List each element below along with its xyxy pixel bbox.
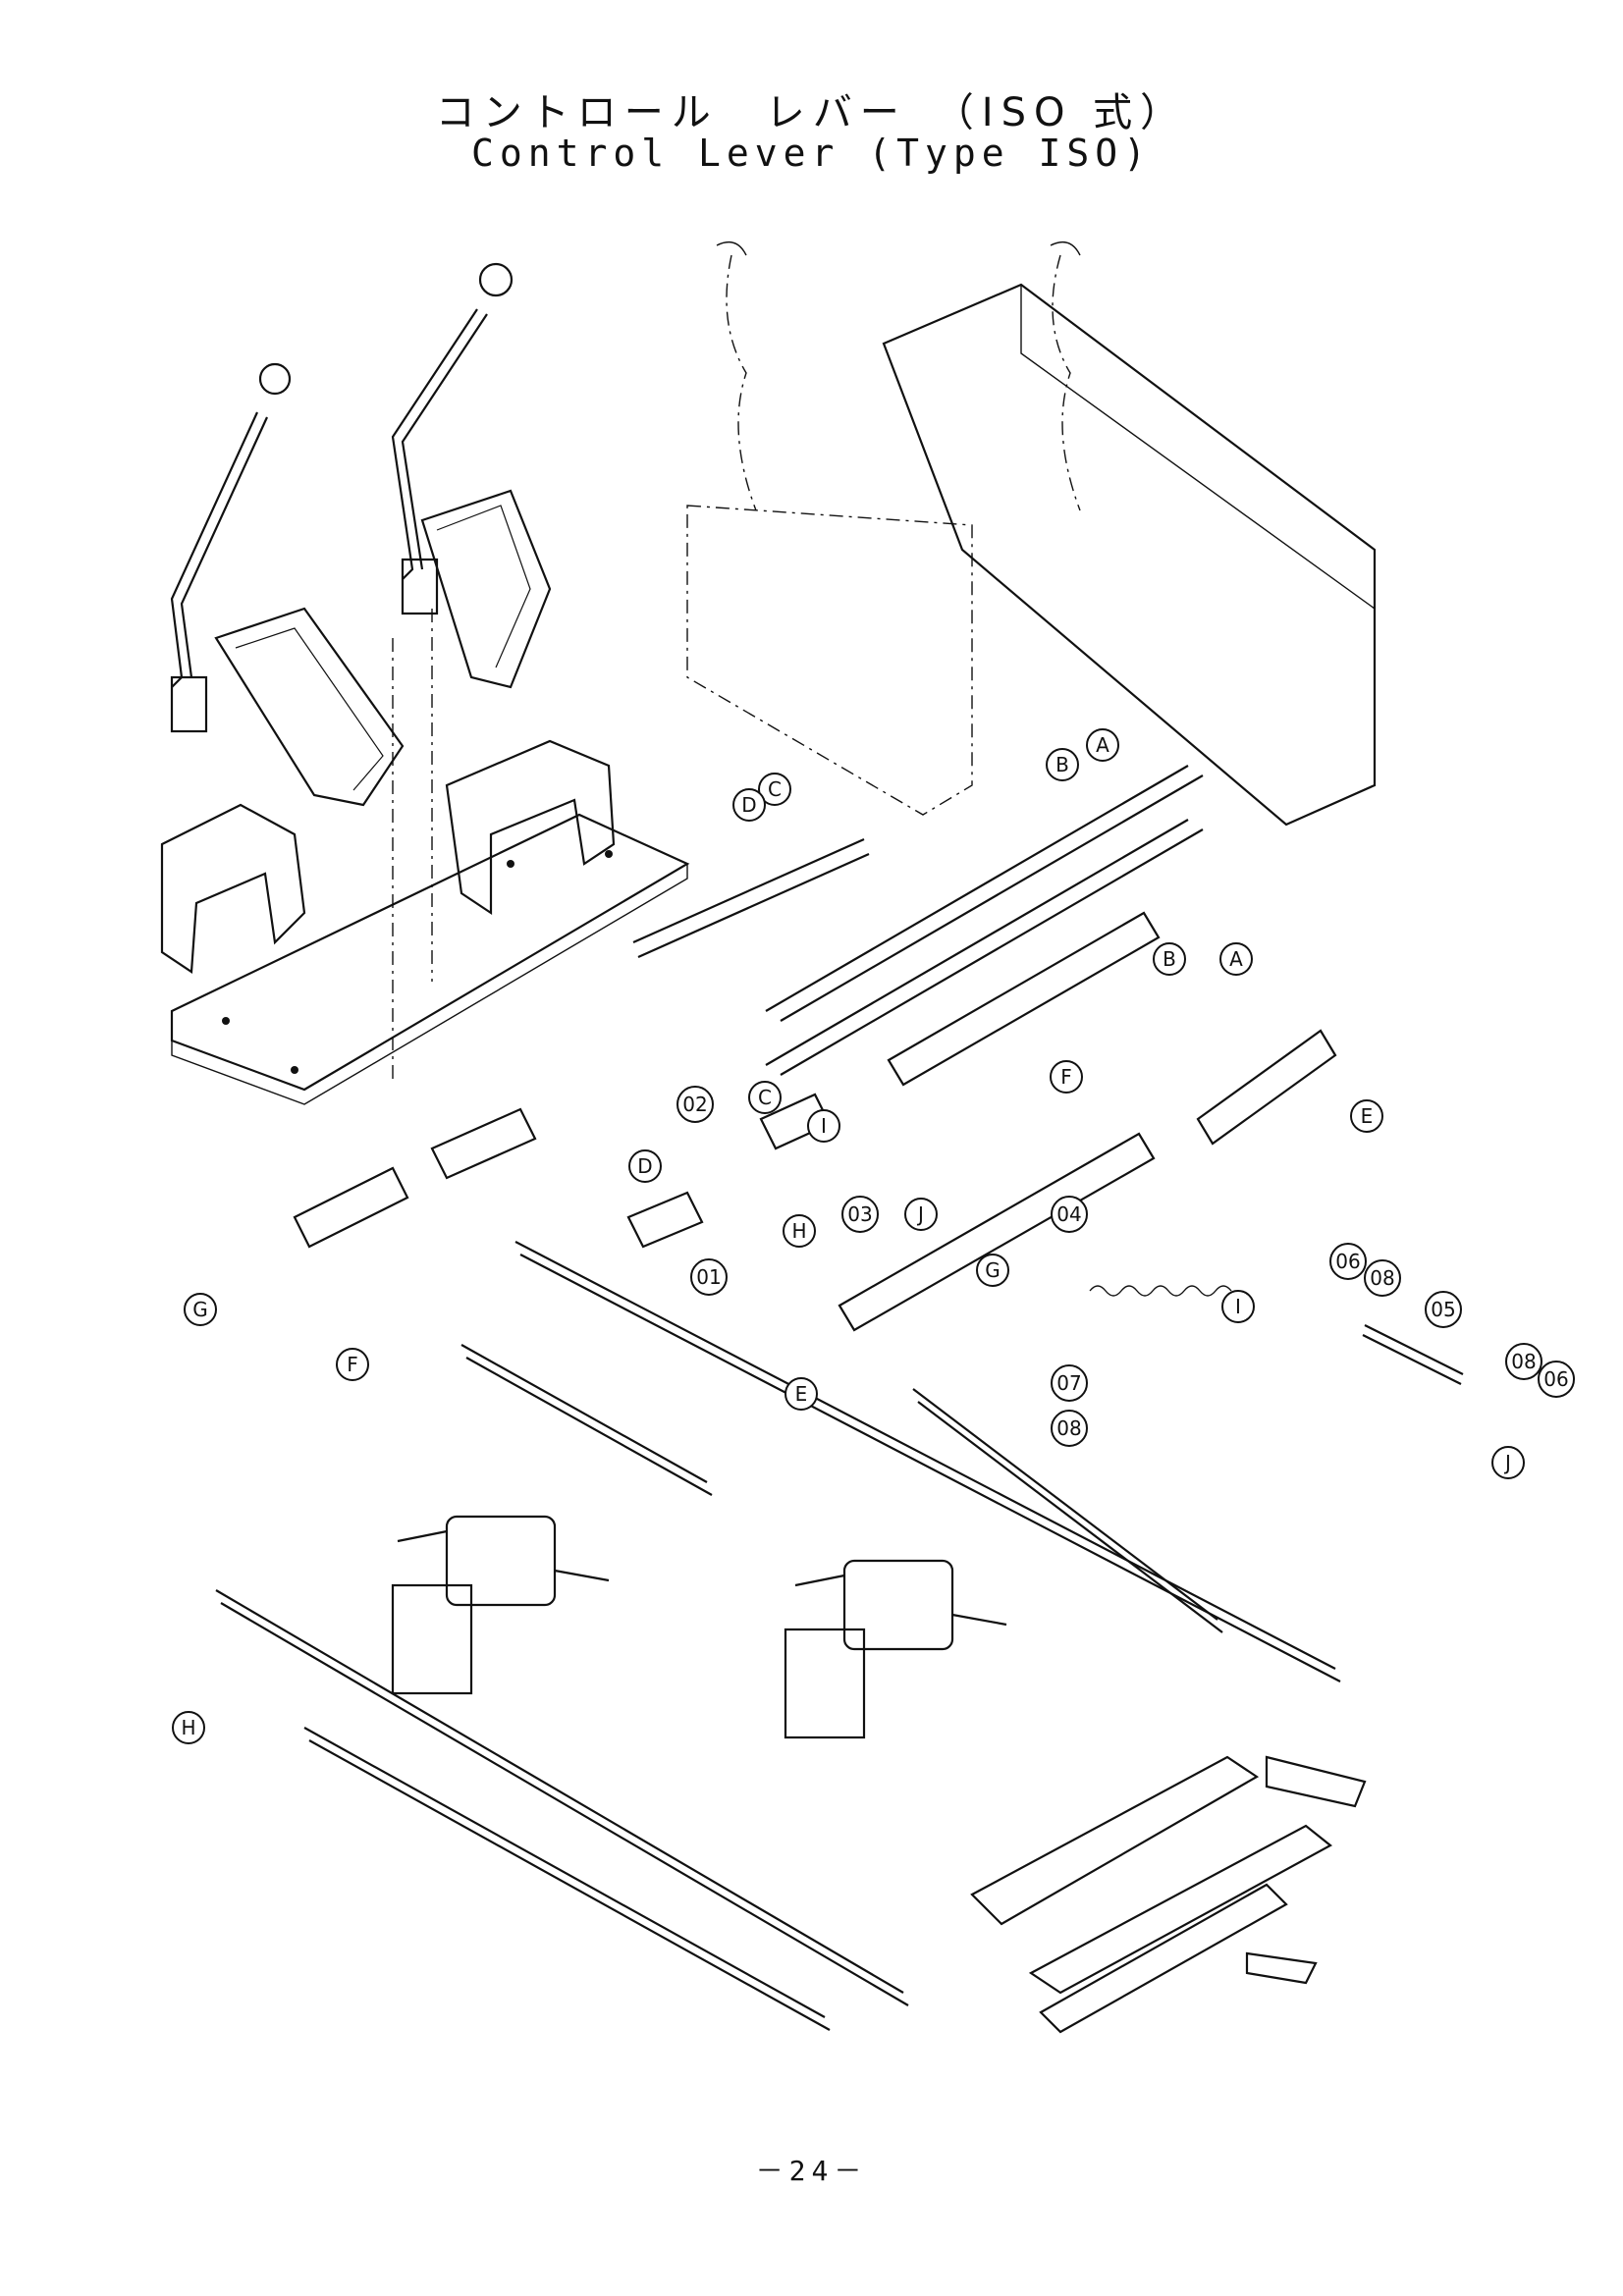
rod-e bbox=[912, 1388, 1223, 1633]
callout-d-1: D bbox=[732, 788, 766, 822]
callout-e-2: E bbox=[784, 1377, 818, 1411]
callout-a-1: A bbox=[1086, 728, 1119, 762]
callout-b-2: B bbox=[1153, 942, 1186, 976]
console-cover-right bbox=[882, 241, 1377, 827]
svg-text:J: J bbox=[1503, 1451, 1511, 1474]
tension-spring bbox=[1089, 1285, 1232, 1297]
svg-text:08: 08 bbox=[1370, 1266, 1394, 1290]
svg-text:J: J bbox=[916, 1202, 924, 1226]
svg-text:G: G bbox=[985, 1258, 1001, 1282]
svg-text:A: A bbox=[1229, 947, 1243, 971]
callout-d-2: D bbox=[628, 1149, 662, 1183]
callout-08-c: 08 bbox=[1051, 1410, 1088, 1447]
foot-pedal-right bbox=[420, 489, 552, 689]
callout-h-1: H bbox=[783, 1214, 816, 1248]
svg-text:F: F bbox=[347, 1353, 358, 1376]
callout-h-2: H bbox=[172, 1711, 205, 1744]
svg-text:B: B bbox=[1163, 947, 1176, 971]
foot-rest-left bbox=[160, 803, 306, 974]
pilot-valve-right bbox=[784, 1559, 1007, 1739]
pilot-valve-left bbox=[391, 1515, 610, 1695]
svg-text:08: 08 bbox=[1511, 1350, 1536, 1373]
svg-text:F: F bbox=[1060, 1065, 1072, 1089]
callout-j-1: J bbox=[904, 1198, 938, 1231]
callout-j-2: J bbox=[1491, 1446, 1525, 1479]
callout-a-2: A bbox=[1219, 942, 1253, 976]
svg-text:G: G bbox=[192, 1298, 208, 1321]
svg-text:C: C bbox=[758, 1086, 772, 1109]
title-english: Control Lever (Type ISO) bbox=[470, 132, 1153, 175]
control-lever-left bbox=[170, 362, 292, 733]
svg-text:H: H bbox=[181, 1716, 195, 1739]
shaft-long-pair bbox=[765, 765, 1204, 1076]
svg-text:E: E bbox=[795, 1382, 808, 1406]
svg-text:06: 06 bbox=[1543, 1367, 1568, 1391]
rod-g-lower bbox=[215, 1589, 909, 2006]
lever-arm-b bbox=[887, 911, 1161, 1087]
console-cover-left bbox=[686, 241, 973, 816]
svg-text:E: E bbox=[1361, 1104, 1374, 1128]
svg-text:D: D bbox=[741, 793, 756, 817]
callout-02: 02 bbox=[676, 1086, 714, 1123]
callout-07: 07 bbox=[1051, 1364, 1088, 1402]
foot-rest-right bbox=[445, 739, 616, 916]
svg-text:C: C bbox=[768, 777, 782, 801]
lever-arm-d bbox=[626, 1191, 704, 1249]
callout-05: 05 bbox=[1425, 1291, 1462, 1328]
page-number: －24－ bbox=[755, 2155, 868, 2187]
title-japanese: コントロール レバー （ISO 式） bbox=[435, 90, 1188, 135]
callout-b-1: B bbox=[1046, 748, 1079, 781]
callout-03: 03 bbox=[841, 1196, 879, 1233]
callout-g-2: G bbox=[184, 1293, 217, 1326]
callout-08-b: 08 bbox=[1505, 1343, 1542, 1380]
callout-e-1: E bbox=[1350, 1099, 1383, 1133]
callout-01: 01 bbox=[690, 1258, 728, 1296]
svg-text:04: 04 bbox=[1056, 1202, 1081, 1226]
svg-text:07: 07 bbox=[1056, 1371, 1081, 1395]
svg-text:01: 01 bbox=[696, 1265, 721, 1289]
svg-text:05: 05 bbox=[1431, 1298, 1455, 1321]
callout-f-2: F bbox=[336, 1348, 369, 1381]
foot-pedal-left bbox=[214, 607, 405, 807]
callout-06-b: 06 bbox=[1538, 1361, 1575, 1398]
svg-text:06: 06 bbox=[1335, 1250, 1360, 1273]
svg-text:08: 08 bbox=[1056, 1416, 1081, 1440]
svg-text:02: 02 bbox=[682, 1093, 707, 1116]
rod-h-lower bbox=[303, 1727, 831, 2031]
rod-long-upper bbox=[514, 1241, 1341, 1682]
lever-arm-e bbox=[1196, 1029, 1337, 1146]
callout-04: 04 bbox=[1051, 1196, 1088, 1233]
rod-f bbox=[460, 1344, 713, 1496]
svg-text:H: H bbox=[791, 1219, 806, 1243]
linkage-bracket-lower-right bbox=[970, 1755, 1367, 2034]
shaft-upper bbox=[632, 837, 870, 959]
callout-i-2: I bbox=[1221, 1290, 1255, 1323]
callout-c-1: C bbox=[758, 773, 791, 806]
svg-text:I: I bbox=[821, 1114, 827, 1138]
svg-text:D: D bbox=[637, 1154, 652, 1178]
callout-06-a: 06 bbox=[1329, 1243, 1367, 1280]
callout-g-1: G bbox=[976, 1254, 1009, 1287]
lever-arm-j bbox=[838, 1132, 1156, 1332]
svg-text:I: I bbox=[1235, 1295, 1241, 1318]
callout-i-1: I bbox=[807, 1109, 840, 1143]
base-plate bbox=[170, 609, 690, 1105]
rod-05 bbox=[1362, 1324, 1464, 1385]
control-lever-right bbox=[391, 262, 514, 615]
callout-c-2: C bbox=[748, 1081, 782, 1114]
svg-text:B: B bbox=[1055, 753, 1069, 776]
lever-arm-lower-left bbox=[293, 1107, 537, 1249]
svg-text:A: A bbox=[1096, 733, 1109, 757]
callout-08-a: 08 bbox=[1364, 1259, 1401, 1297]
svg-text:03: 03 bbox=[847, 1202, 872, 1226]
callout-f-1: F bbox=[1050, 1060, 1083, 1094]
